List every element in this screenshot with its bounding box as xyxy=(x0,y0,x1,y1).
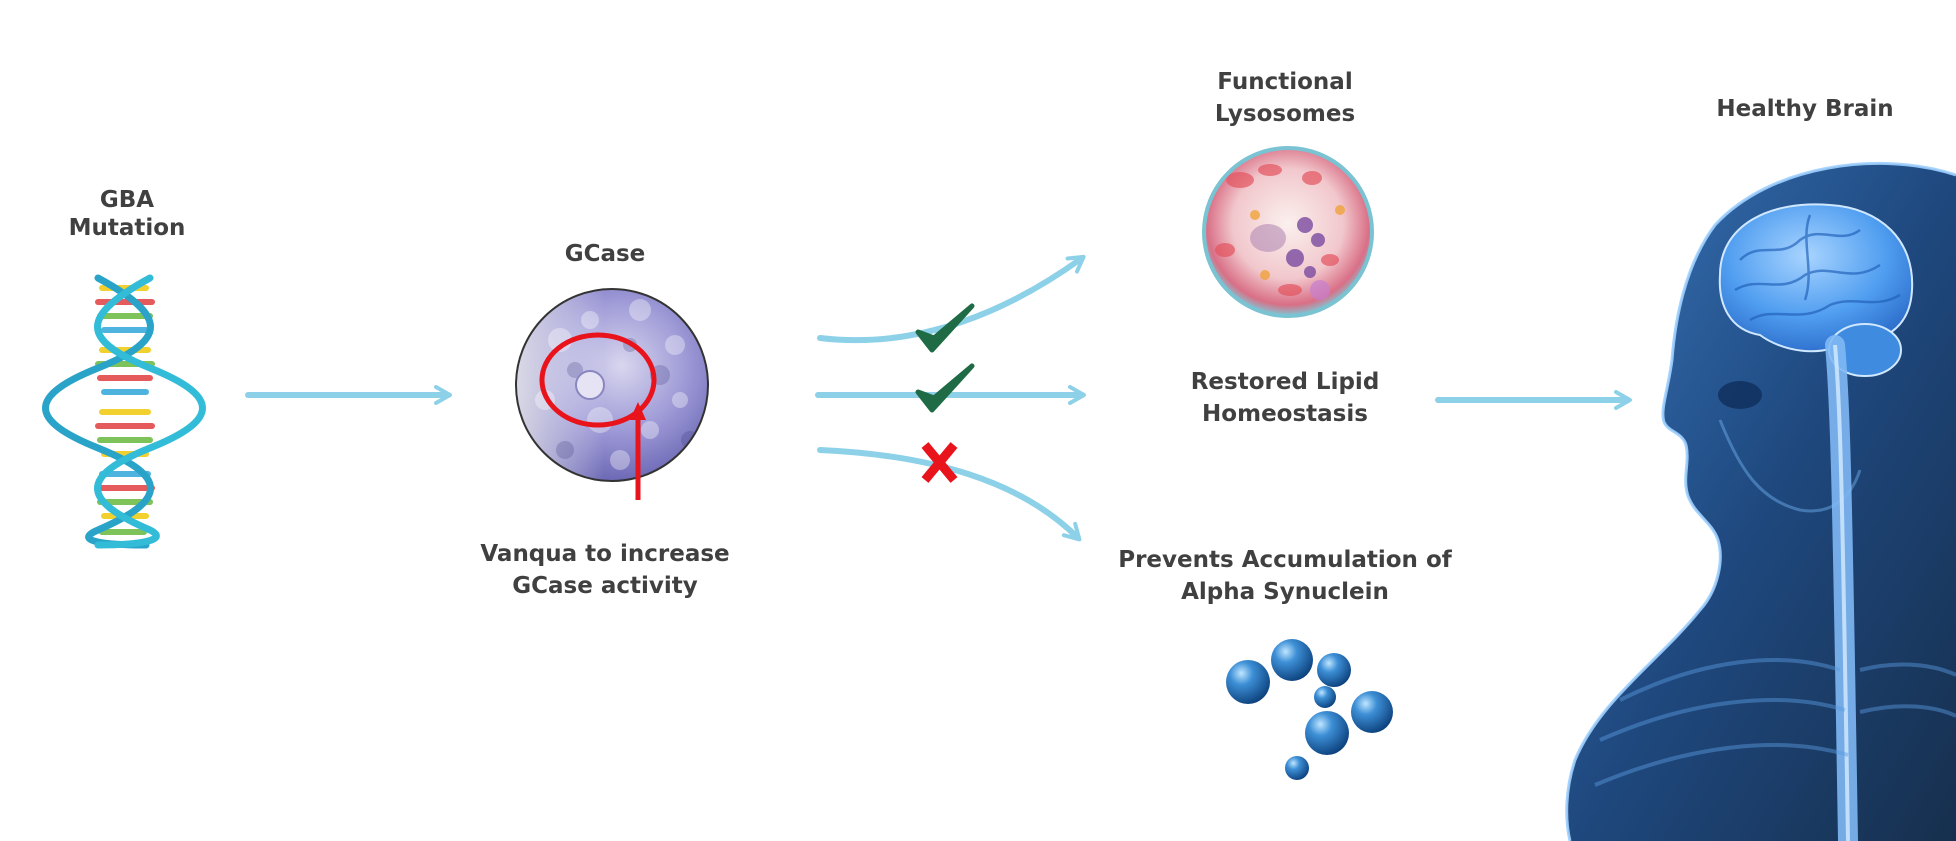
lysosomes-label-line1: Functional xyxy=(1217,69,1353,95)
protein-surface-icon xyxy=(515,288,709,482)
dna-helix-icon xyxy=(42,274,206,549)
arrow-to-lysosomes xyxy=(817,254,1086,344)
arrow-to-alpha-synuclein xyxy=(817,447,1082,542)
check-mark-icon xyxy=(915,303,975,353)
lipid-label: Restored Lipid Homeostasis xyxy=(1135,366,1435,430)
outcome-arrows xyxy=(815,254,1086,542)
synuclein-label-line2: Alpha Synuclein xyxy=(1181,579,1389,605)
lipid-label-line2: Homeostasis xyxy=(1202,401,1368,427)
gcase-label-text: GCase xyxy=(564,241,646,267)
healthy-brain-label: Healthy Brain xyxy=(1680,93,1930,125)
vanqua-label-line1: Vanqua to increase xyxy=(480,541,730,567)
lysosomes-label: Functional Lysosomes xyxy=(1135,66,1435,130)
synuclein-label-line1: Prevents Accumulation of xyxy=(1118,547,1452,573)
synuclein-label: Prevents Accumulation of Alpha Synuclein xyxy=(1105,544,1465,608)
cross-mark-icon xyxy=(921,442,958,483)
check-mark-icon xyxy=(915,363,975,413)
lysosome-cell-icon xyxy=(1202,146,1374,318)
vanqua-label-line2: GCase activity xyxy=(512,573,698,599)
healthy-brain-label-text: Healthy Brain xyxy=(1716,96,1894,122)
vanqua-label: Vanqua to increase GCase activity xyxy=(455,538,755,602)
gcase-label: GCase xyxy=(530,238,680,270)
gba-label-line1: GBA xyxy=(99,187,155,213)
lipid-label-line1: Restored Lipid xyxy=(1190,369,1380,395)
brain-head-icon xyxy=(1565,161,1956,841)
gba-label-line2: Mutation xyxy=(68,215,186,241)
lysosomes-label-line2: Lysosomes xyxy=(1214,101,1356,127)
synuclein-spheres-icon xyxy=(1226,639,1393,780)
vanqua-binding-icon xyxy=(539,332,657,500)
gba-mutation-label: GBA Mutation xyxy=(52,184,202,244)
